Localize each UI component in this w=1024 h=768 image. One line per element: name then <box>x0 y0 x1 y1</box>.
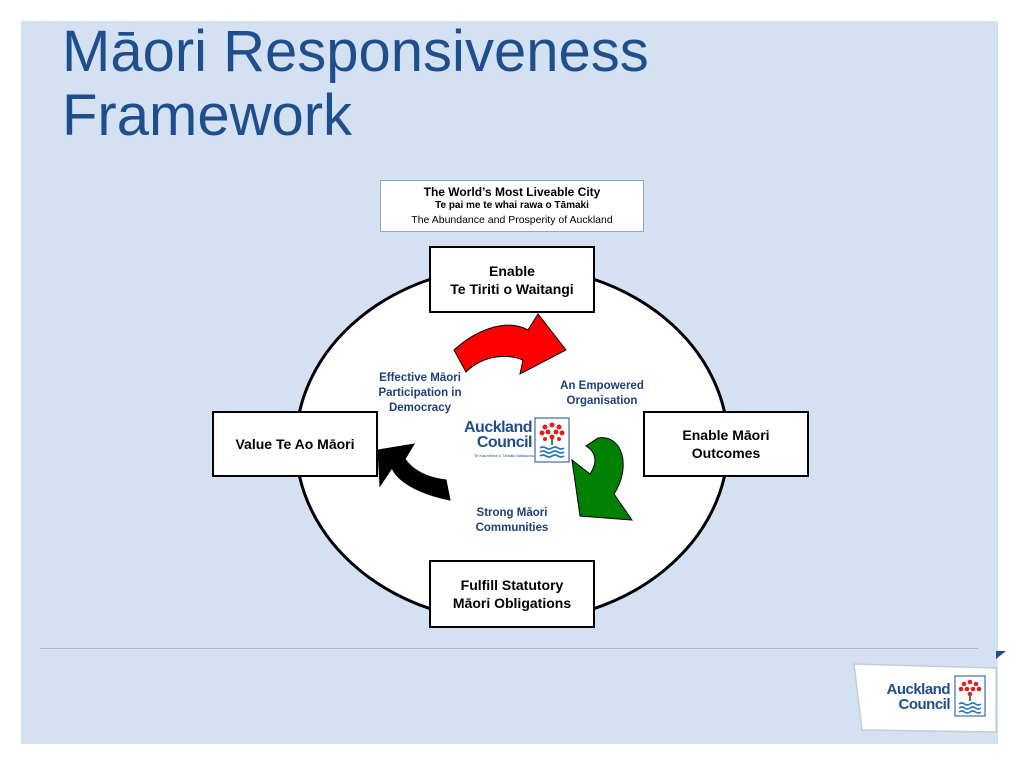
center-logo-line2: Council <box>476 434 533 451</box>
box-bottom-line2: Māori Obligations <box>452 595 572 611</box>
center-logo-line1: Auckland <box>463 419 533 436</box>
vision-title: The World’s Most Liveable City <box>423 185 601 199</box>
vision-subtitle: The Abundance and Prosperity of Auckland <box>411 214 613 226</box>
corner-accent <box>996 651 1006 659</box>
footer-logo-line1: Auckland <box>886 681 950 698</box>
label-b-line1: Strong Māori <box>476 507 548 519</box>
pohutukawa-icon <box>534 417 570 463</box>
red-cycle-arrow <box>453 313 567 375</box>
box-left-line1: Value Te Ao Māori <box>235 436 355 452</box>
footer-logo-line2: Council <box>898 696 951 713</box>
box-bottom-line1: Fulfill Statutory <box>460 577 564 593</box>
label-strong-communities: Strong Māori Communities <box>452 506 572 536</box>
black-cycle-arrow <box>377 443 451 501</box>
box-top-line2: Te Tiriti o Waitangi <box>450 280 574 297</box>
box-fulfill-statutory: Fulfill Statutory Māori Obligations <box>429 560 595 628</box>
label-effective-participation: Effective Māori Participation in Democra… <box>356 371 484 416</box>
footer-council-logo: Auckland Council <box>852 662 998 734</box>
box-top-line1: Enable <box>489 262 535 279</box>
box-enable-maori-outcomes: Enable Māori Outcomes <box>643 411 809 477</box>
box-value-te-ao-maori: Value Te Ao Māori <box>212 411 378 477</box>
center-council-logo: Auckland Council Te Kaunihera o Tāmaki M… <box>452 417 570 463</box>
box-enable-te-tiriti: Enable Te Tiriti o Waitangi <box>429 246 595 313</box>
slide-title: Māori Responsiveness Framework <box>62 19 649 148</box>
label-tl-line3: Democracy <box>388 402 451 414</box>
box-right-line1: Enable Māori <box>682 427 770 443</box>
label-tl-line2: Participation in <box>378 387 462 399</box>
label-tr-line1: An Empowered <box>560 380 644 392</box>
footer-pohutukawa-icon <box>954 675 986 717</box>
box-right-line2: Outcomes <box>691 445 761 461</box>
vision-maori: Te pai me te whai rawa o Tāmaki <box>435 200 589 211</box>
green-cycle-arrow <box>571 437 634 521</box>
label-empowered-organisation: An Empowered Organisation <box>542 379 662 409</box>
label-b-line2: Communities <box>475 522 549 534</box>
label-tr-line2: Organisation <box>566 395 638 407</box>
label-tl-line1: Effective Māori <box>379 372 461 384</box>
footer-divider <box>40 648 978 649</box>
vision-box: The World’s Most Liveable City Te pai me… <box>380 180 644 232</box>
center-logo-tagline: Te Kaunihera o Tāmaki Makaurau <box>474 453 534 458</box>
